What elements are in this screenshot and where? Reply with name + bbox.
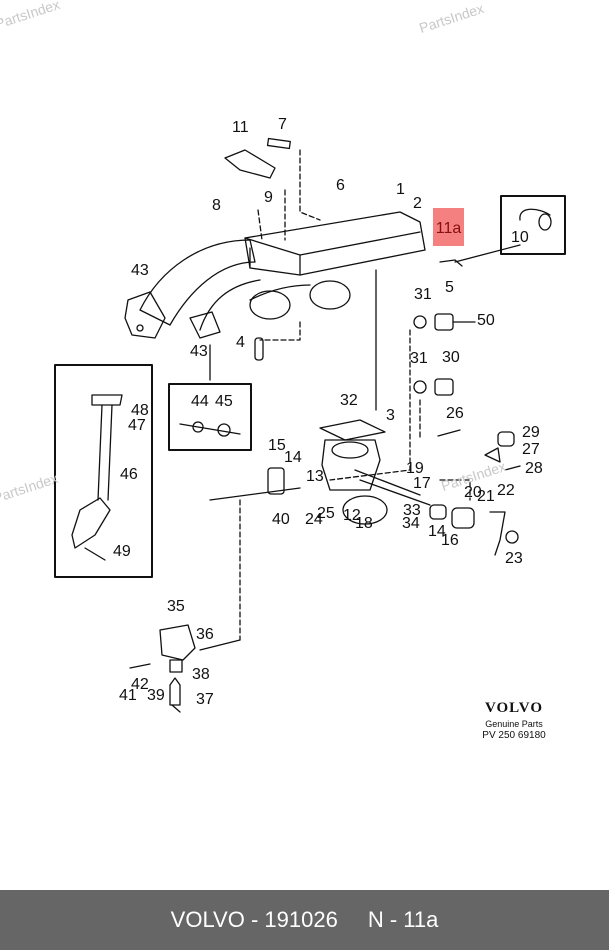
callout-29[interactable]: 29: [522, 424, 540, 441]
callout-4[interactable]: 4: [236, 334, 245, 351]
highlighted-part-11a[interactable]: 11a: [433, 208, 464, 246]
callout-3[interactable]: 3: [386, 407, 395, 424]
callout-37[interactable]: 37: [196, 691, 214, 708]
callout-43-a[interactable]: 43: [131, 262, 149, 279]
callout-31-a[interactable]: 31: [414, 286, 432, 303]
throttle-body: [321, 439, 381, 491]
callout-12[interactable]: 12: [343, 507, 361, 524]
callout-41[interactable]: 41: [119, 687, 137, 704]
callout-11[interactable]: 11: [232, 119, 249, 136]
callout-36[interactable]: 36: [196, 626, 214, 643]
callout-15[interactable]: 15: [268, 437, 286, 454]
callout-23[interactable]: 23: [505, 550, 523, 567]
callout-9[interactable]: 9: [264, 189, 273, 206]
callout-49[interactable]: 49: [113, 543, 131, 560]
callout-26[interactable]: 26: [446, 405, 464, 422]
callout-14-a[interactable]: 14: [284, 449, 302, 466]
callout-25[interactable]: 25: [317, 505, 335, 522]
callout-46[interactable]: 46: [120, 466, 138, 483]
callout-27[interactable]: 27: [522, 441, 540, 458]
callout-19[interactable]: 19: [406, 460, 424, 477]
volvo-logo: VOLVO: [484, 700, 544, 716]
manifold-runner: [139, 239, 256, 326]
callout-31-b[interactable]: 31: [410, 350, 428, 367]
manifold-plenum: [244, 211, 426, 276]
callout-16[interactable]: 16: [441, 532, 459, 549]
callout-44[interactable]: 44: [191, 393, 209, 410]
callout-47[interactable]: 47: [128, 417, 146, 434]
volvo-brand-block: VOLVO Genuine Parts PV 250 69180: [478, 700, 550, 741]
footer-bar: VOLVO - 191026 N - 11a: [0, 890, 609, 950]
box-46: [54, 364, 153, 578]
callout-45[interactable]: 45: [215, 393, 233, 410]
callout-50[interactable]: 50: [477, 312, 495, 329]
callout-35[interactable]: 35: [167, 598, 185, 615]
footer-diagram-ref: N - 11a: [367, 907, 439, 932]
highlight-label: 11a: [435, 220, 462, 237]
callout-39[interactable]: 39: [147, 687, 165, 704]
callout-18[interactable]: 18: [355, 515, 373, 532]
publication-code: PV 250 69180: [482, 730, 546, 741]
flange-43: [124, 291, 166, 339]
callout-7[interactable]: 7: [278, 116, 287, 133]
callout-10[interactable]: 10: [511, 229, 529, 246]
callout-17[interactable]: 17: [413, 475, 431, 492]
callout-21[interactable]: 21: [477, 488, 495, 505]
callout-32[interactable]: 32: [340, 392, 358, 409]
callout-2[interactable]: 2: [413, 195, 422, 212]
callout-40[interactable]: 40: [272, 511, 290, 528]
callout-20[interactable]: 20: [464, 484, 482, 501]
callout-8[interactable]: 8: [212, 197, 221, 214]
callout-24[interactable]: 24: [305, 511, 323, 528]
callout-43-b[interactable]: 43: [190, 343, 208, 360]
callout-6[interactable]: 6: [336, 177, 345, 194]
box-10: [500, 195, 566, 255]
callout-30[interactable]: 30: [442, 349, 460, 366]
callout-5[interactable]: 5: [445, 279, 454, 296]
callout-33[interactable]: 33: [403, 502, 421, 519]
sensor-36: [159, 624, 196, 661]
callout-14-b[interactable]: 14: [428, 523, 446, 540]
callout-28[interactable]: 28: [525, 460, 543, 477]
callout-22[interactable]: 22: [497, 482, 515, 499]
callout-38[interactable]: 38: [192, 666, 210, 683]
callout-13[interactable]: 13: [306, 468, 324, 485]
box-44-45: [168, 383, 252, 451]
gasket-32: [319, 419, 386, 441]
footer-make-code: VOLVO - 191026: [170, 907, 338, 932]
genuine-parts-label: Genuine Parts: [485, 719, 543, 729]
callout-34[interactable]: 34: [402, 515, 420, 532]
callout-48[interactable]: 48: [131, 402, 149, 419]
parts-diagram: [54, 137, 566, 713]
callout-1[interactable]: 1: [396, 181, 405, 198]
callout-42[interactable]: 42: [131, 676, 149, 693]
